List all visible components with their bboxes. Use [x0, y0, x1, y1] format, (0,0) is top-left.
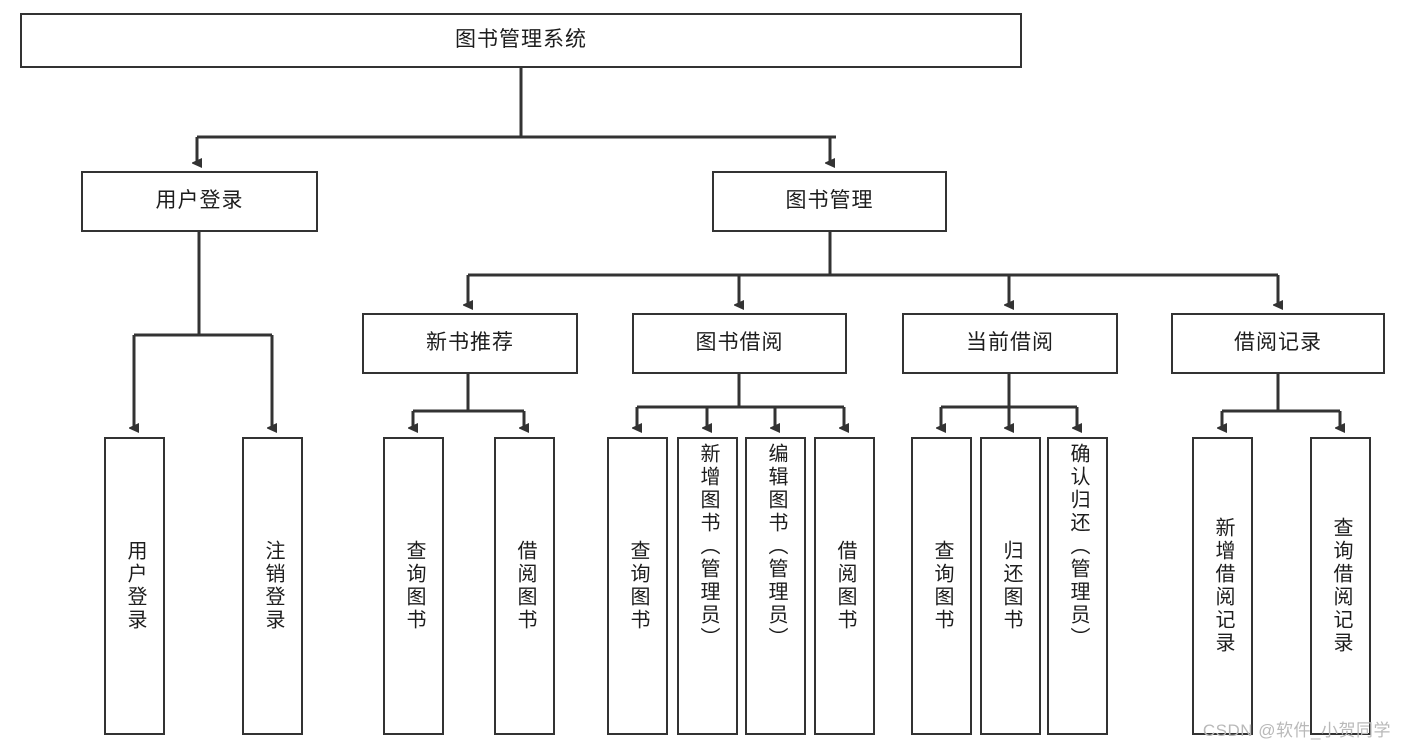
leaf-current-return-book[interactable]: 归还图书 [980, 437, 1041, 735]
node-book-borrow[interactable]: 图书借阅 [632, 313, 847, 374]
node-user-login[interactable]: 用户登录 [81, 171, 318, 232]
node-root-label: 图书管理系统 [455, 28, 587, 52]
csdn-watermark: CSDN @软件_小贺同学 [1202, 721, 1391, 740]
leaf-record-add-record[interactable]: 新增借阅记录 [1192, 437, 1253, 735]
node-user-login-label: 用户登录 [155, 189, 244, 213]
node-current-borrow[interactable]: 当前借阅 [902, 313, 1118, 374]
node-book-management-label: 图书管理 [785, 189, 874, 213]
node-current-borrow-label: 当前借阅 [966, 331, 1054, 355]
leaf-borrow-borrow-book[interactable]: 借阅图书 [814, 437, 875, 735]
node-new-book-recommend[interactable]: 新书推荐 [362, 313, 578, 374]
node-borrow-record-label: 借阅记录 [1234, 331, 1322, 355]
leaf-borrow-edit-book-admin[interactable]: 编辑图书（管理员） [745, 437, 806, 735]
node-borrow-record[interactable]: 借阅记录 [1171, 313, 1385, 374]
node-new-book-recommend-label: 新书推荐 [426, 331, 514, 355]
leaf-label: 借阅图书 [834, 540, 856, 632]
leaf-label: 查询图书 [403, 540, 425, 632]
leaf-label: 注销登录 [262, 540, 284, 632]
leaf-borrow-add-book-admin[interactable]: 新增图书（管理员） [677, 437, 738, 735]
leaf-record-query-record[interactable]: 查询借阅记录 [1310, 437, 1371, 735]
leaf-user-login-signin[interactable]: 用户登录 [104, 437, 165, 735]
leaf-recommend-query-book[interactable]: 查询图书 [383, 437, 444, 735]
leaf-current-confirm-return-admin[interactable]: 确认归还（管理员） [1047, 437, 1108, 735]
leaf-current-query-book[interactable]: 查询图书 [911, 437, 972, 735]
leaf-label: 查询借阅记录 [1330, 517, 1352, 655]
node-book-management[interactable]: 图书管理 [712, 171, 947, 232]
leaf-label: 新增图书（管理员） [697, 443, 719, 650]
node-root-system[interactable]: 图书管理系统 [20, 13, 1022, 68]
leaf-label: 新增借阅记录 [1212, 517, 1234, 655]
leaf-borrow-query-book[interactable]: 查询图书 [607, 437, 668, 735]
node-book-borrow-label: 图书借阅 [695, 331, 784, 355]
leaf-recommend-borrow-book[interactable]: 借阅图书 [494, 437, 555, 735]
leaf-label: 确认归还（管理员） [1067, 443, 1089, 650]
leaf-label: 查询图书 [627, 540, 649, 632]
leaf-label: 查询图书 [931, 540, 953, 632]
leaf-label: 用户登录 [124, 540, 146, 632]
leaf-label: 归还图书 [1000, 540, 1022, 632]
leaf-user-login-signout[interactable]: 注销登录 [242, 437, 303, 735]
leaf-label: 借阅图书 [514, 540, 536, 632]
leaf-label: 编辑图书（管理员） [765, 443, 787, 650]
